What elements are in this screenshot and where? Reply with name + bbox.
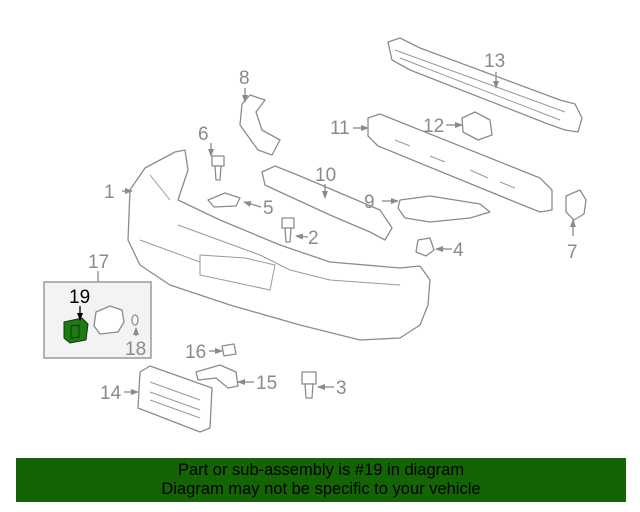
info-banner: Part or sub-assembly is #19 in diagram D… <box>16 458 626 502</box>
banner-line-1: Part or sub-assembly is #19 in diagram <box>177 461 465 479</box>
part-16-clip <box>221 343 237 357</box>
callout-19: 19 <box>69 287 90 308</box>
callout-9: 9 <box>364 192 375 213</box>
callout-10: 10 <box>315 165 336 186</box>
callout-17: 17 <box>88 252 109 273</box>
part-4-clip <box>415 237 435 257</box>
part-2-bolt <box>281 217 295 243</box>
callout-8: 8 <box>239 68 250 89</box>
callout-6: 6 <box>198 124 209 145</box>
part-15-bracket <box>195 364 239 389</box>
callout-4: 4 <box>453 240 464 261</box>
part-12-bracket <box>461 111 493 141</box>
part-9-spacer <box>397 195 491 223</box>
callout-14: 14 <box>100 383 122 404</box>
part-5-cover <box>207 192 241 208</box>
callout-2: 2 <box>308 228 319 249</box>
callout-7: 7 <box>567 242 578 263</box>
part-13-bumper-reinforcement <box>387 37 583 133</box>
part-8-side-bracket <box>239 94 281 156</box>
part-7-bracket <box>565 189 587 221</box>
part-19-emblem <box>63 317 89 344</box>
callout-18: 18 <box>125 339 146 360</box>
banner-line-2: Diagram may not be specific to your vehi… <box>161 480 481 498</box>
part-14-license-plate-base <box>137 365 213 433</box>
callout-1: 1 <box>104 182 115 203</box>
part-1-bumper-cover <box>127 149 431 341</box>
part-10-upper-absorber <box>261 165 393 241</box>
emblem-base <box>93 305 125 335</box>
callout-arrows <box>77 72 576 395</box>
callout-15: 15 <box>256 373 277 394</box>
part-18-clip <box>131 314 139 326</box>
callout-16: 16 <box>185 342 206 363</box>
callout-11: 11 <box>330 118 350 139</box>
part-3-bolt <box>301 371 317 399</box>
callout-5: 5 <box>263 198 274 219</box>
callout-13: 13 <box>484 51 505 72</box>
part-6-bolt <box>211 155 225 181</box>
callout-3: 3 <box>336 378 347 399</box>
part-11-energy-absorber <box>367 113 553 213</box>
callout-12: 12 <box>423 116 444 137</box>
